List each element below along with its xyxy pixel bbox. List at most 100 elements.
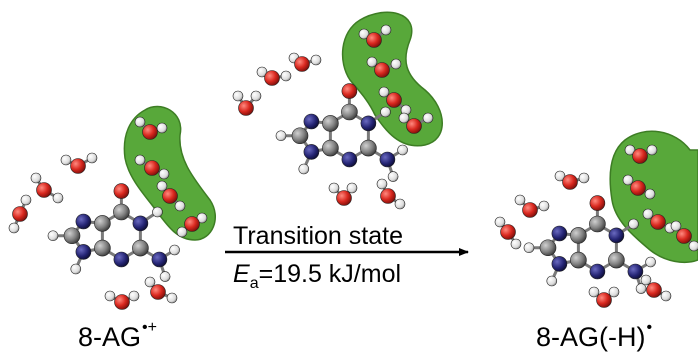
reactant-label: 8-AG•+ xyxy=(78,319,157,352)
hydrogen-atom xyxy=(144,276,156,288)
oxygen-atom xyxy=(36,182,52,198)
activation-energy-label: Ea=19.5 kJ/mol xyxy=(233,260,402,292)
oxygen-atom xyxy=(406,118,422,134)
carbon-atom xyxy=(322,115,339,132)
hydrogen-atom xyxy=(169,244,180,256)
nitrogen-atom xyxy=(303,144,320,160)
nitrogen-atom xyxy=(303,113,320,130)
hydrogen-atom xyxy=(622,174,634,186)
oxygen-atom xyxy=(341,83,358,99)
carbon-atom xyxy=(360,139,377,157)
carbon-atom xyxy=(589,215,606,233)
oxygen-atom xyxy=(162,188,178,204)
hydrogen-atom xyxy=(640,274,652,286)
hydrogen-atom xyxy=(422,112,434,124)
hydrogen-atom xyxy=(366,56,378,68)
hydrogen-atom xyxy=(275,130,287,142)
hydrogen-atom xyxy=(523,242,535,254)
nitrogen-atom xyxy=(360,115,377,132)
nitrogen-atom xyxy=(75,244,92,260)
hydrogen-atom xyxy=(298,163,310,175)
hydrogen-atom xyxy=(380,106,391,118)
hydrogen-atom xyxy=(397,144,408,156)
carbon-atom xyxy=(608,251,625,269)
oxygen-atom xyxy=(294,56,310,72)
carbon-atom xyxy=(94,215,111,232)
nitrogen-atom xyxy=(151,251,168,268)
oxygen-atom xyxy=(500,224,516,240)
oxygen-atom xyxy=(374,62,390,78)
nitrogen-atom xyxy=(341,151,358,168)
hydrogen-atom xyxy=(104,290,116,302)
oxygen-atom xyxy=(264,70,280,86)
hydrogen-atom xyxy=(8,222,20,234)
oxygen-atom xyxy=(144,160,160,176)
carbon-atom xyxy=(291,127,309,145)
hydrogen-atom xyxy=(645,256,656,268)
hydrogen-atom xyxy=(376,178,388,190)
hydrogen-atom xyxy=(624,144,636,156)
hydrogen-atom xyxy=(642,208,654,220)
hydrogen-atom xyxy=(159,271,171,282)
oxygen-atom xyxy=(12,206,28,222)
oxygen-atom xyxy=(522,202,538,218)
oxygen-atom xyxy=(596,292,612,308)
oxygen-atom xyxy=(676,228,692,244)
hydrogen-atom xyxy=(232,90,244,102)
hydrogen-atom xyxy=(380,24,392,36)
nitrogen-atom xyxy=(379,151,396,168)
oxygen-atom xyxy=(238,100,254,116)
hydrogen-atom xyxy=(134,154,146,166)
hydrogen-atom xyxy=(660,290,672,302)
hydrogen-atom xyxy=(52,192,64,204)
hydrogen-atom xyxy=(538,200,550,212)
hydrogen-atom xyxy=(20,194,32,206)
oxygen-atom xyxy=(632,148,648,164)
hydrogen-atom xyxy=(128,290,140,302)
oxygen-atom xyxy=(336,190,352,206)
product-label: 8-AG(-H)• xyxy=(536,319,653,352)
hydrogen-atom xyxy=(394,198,406,210)
carbon-atom xyxy=(94,239,111,257)
transition-state-label: Transition state xyxy=(233,222,403,250)
hydrogen-atom xyxy=(156,180,168,192)
carbon-atom xyxy=(113,203,130,221)
oxygen-atom xyxy=(380,188,396,204)
hydrogen-atom xyxy=(196,212,208,224)
oxygen-atom xyxy=(650,214,666,230)
hydrogen-atom xyxy=(644,188,656,200)
hydrogen-atom xyxy=(134,116,146,128)
hydrogen-atom xyxy=(60,154,72,166)
oxygen-atom xyxy=(114,294,130,310)
oxygen-atom xyxy=(366,32,382,48)
hydrogen-atom xyxy=(387,171,399,182)
hydrogen-atom xyxy=(176,226,188,238)
carbon-atom xyxy=(570,251,587,269)
hydrogen-atom xyxy=(510,238,522,250)
nitrogen-atom xyxy=(75,213,92,230)
nitrogen-atom xyxy=(132,215,149,232)
nitrogen-atom xyxy=(551,256,568,272)
hydrogen-atom xyxy=(398,112,410,124)
oxygen-atom xyxy=(150,284,166,300)
hydrogen-atom xyxy=(378,86,390,98)
hydrogen-atom xyxy=(670,220,682,232)
hydrogen-atom xyxy=(608,286,620,298)
nitrogen-atom xyxy=(627,263,644,280)
carbon-atom xyxy=(570,227,587,244)
oxygen-atom xyxy=(113,183,130,199)
oxygen-atom xyxy=(562,174,578,190)
oxygen-atom xyxy=(630,180,646,196)
hydrogen-atom xyxy=(156,122,168,134)
hydrogen-atom xyxy=(390,58,402,70)
hydrogen-atom xyxy=(494,216,506,228)
hydrogen-atom xyxy=(174,200,186,212)
nitrogen-atom xyxy=(113,251,130,268)
carbon-atom xyxy=(322,139,339,157)
nitrogen-atom xyxy=(608,227,625,244)
hydrogen-atom xyxy=(514,194,526,206)
hydrogen-atom xyxy=(70,263,82,275)
hydrogen-atom xyxy=(646,144,658,156)
hydrogen-atom xyxy=(152,206,163,218)
oxygen-atom xyxy=(646,282,662,298)
